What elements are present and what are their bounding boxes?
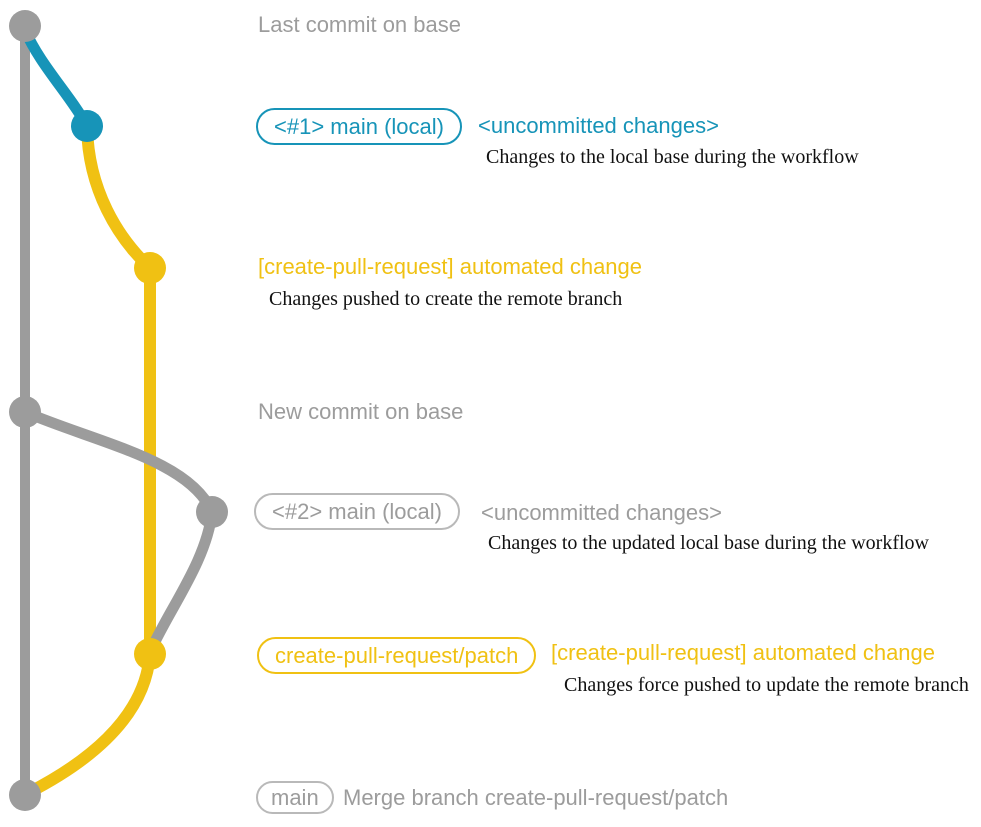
branch-badge-main: main [256,781,334,814]
gray-rebase-path [19,406,218,518]
note-uncommitted-changes-1: <uncommitted changes> [478,113,719,138]
branch-badge-main-local-1-label: <#1> main (local) [274,113,444,139]
teal-branch-path [19,24,93,132]
branch-badge-main-local-2-label: <#2> main (local) [272,498,442,524]
commit-dot-main-local-1 [71,110,103,142]
branch-badge-main-label: main [271,784,319,810]
desc-uncommitted-changes-2: Changes to the updated local base during… [488,532,929,554]
commit-dot-last-base [9,10,41,42]
note-uncommitted-changes-2: <uncommitted changes> [481,500,722,525]
desc-uncommitted-changes-1: Changes to the local base during the wor… [486,146,859,168]
desc-automated-change-2: Changes force pushed to update the remot… [564,674,969,696]
commit-dot-new-base [9,396,41,428]
branch-badge-main-local-2: <#2> main (local) [254,493,460,530]
desc-automated-change-1: Changes pushed to create the remote bran… [269,288,623,310]
commit-dot-main-local-2 [196,496,228,528]
annotation-last-commit: Last commit on base [258,12,461,37]
branch-badge-create-pull-request-patch-label: create-pull-request/patch [275,642,519,668]
heading-automated-change-1: [create-pull-request] automated change [258,254,643,279]
gray-merge-path [146,506,218,654]
commit-dot-merge [9,779,41,811]
heading-automated-change-2: [create-pull-request] automated change [551,640,936,665]
annotation-new-commit: New commit on base [258,399,464,424]
annotation-merge-branch: Merge branch create-pull-request/patch [343,785,729,810]
commit-dot-automated-1 [134,252,166,284]
branch-badge-create-pull-request-patch: create-pull-request/patch [257,637,537,674]
yellow-branch-path [81,120,156,660]
commit-dot-automated-2 [134,638,166,670]
branch-badge-main-local-1: <#1> main (local) [256,108,462,145]
git-graph [9,10,228,811]
yellow-merge-path [22,648,156,799]
